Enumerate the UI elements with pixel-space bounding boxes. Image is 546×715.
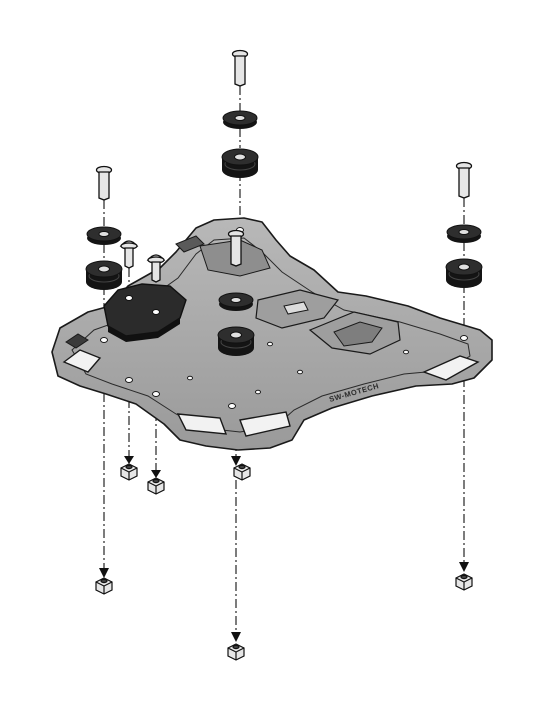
rubber-washers [86,110,482,311]
grommet-left [85,260,123,290]
nut-short-2 [147,477,165,495]
adapter-plate [103,283,187,342]
washer-top-center [222,110,258,129]
rack-slot-left-2 [65,333,89,349]
grommet-right [445,258,483,288]
rack-slot-front-right [239,411,291,437]
nuts [95,463,473,661]
rack-center-pad-slot [283,301,309,315]
grommet-mid [217,326,255,356]
washer-mid [218,292,254,311]
bolt-short-1 [119,240,139,269]
adapter-plate-edge [108,318,180,342]
rack-slot-front-left [176,413,228,435]
hole-small-b [255,389,261,395]
adapter-hole-2 [152,309,160,315]
bolt-short-2 [146,254,166,283]
luggage-rack-plate: SW-MOTECH [51,217,493,451]
rack-slot-right [422,355,480,381]
nut-short-1 [120,463,138,481]
hole-short1 [125,377,133,383]
rack-slot-left [62,349,102,373]
hole-right [460,335,468,341]
bolt-top-center [231,49,249,87]
arrowheads [99,456,469,642]
bolts [95,49,473,283]
nut-right [455,573,473,591]
arrow-left [99,568,109,578]
arrow-mid [231,456,241,466]
hole-front [228,403,236,409]
hole-short2 [152,391,160,397]
nut-left [95,577,113,595]
bolt-left [95,165,113,201]
rubber-grommets [85,148,483,356]
arrow-short1 [124,456,134,464]
washer-right [446,224,482,243]
rack-holes [100,227,468,409]
hole-small-e [267,341,273,347]
nut-mid [233,463,251,481]
washer-left [86,226,122,245]
rack-top-slot [175,235,205,253]
rack-right-pad-hole [333,321,383,347]
arrow-short2 [151,470,161,478]
arrow-right [459,562,469,572]
hole-small-a [187,375,193,381]
adapter-hole-1 [125,295,133,301]
hole-small-d [403,349,409,355]
arrow-mid-bottom [231,632,241,642]
hole-small-c [297,369,303,375]
bolt-mid [227,229,245,267]
grommet-top-center [221,148,259,178]
nut-bottom-center [227,643,245,661]
hole-left [100,337,108,343]
bolt-right [455,161,473,199]
